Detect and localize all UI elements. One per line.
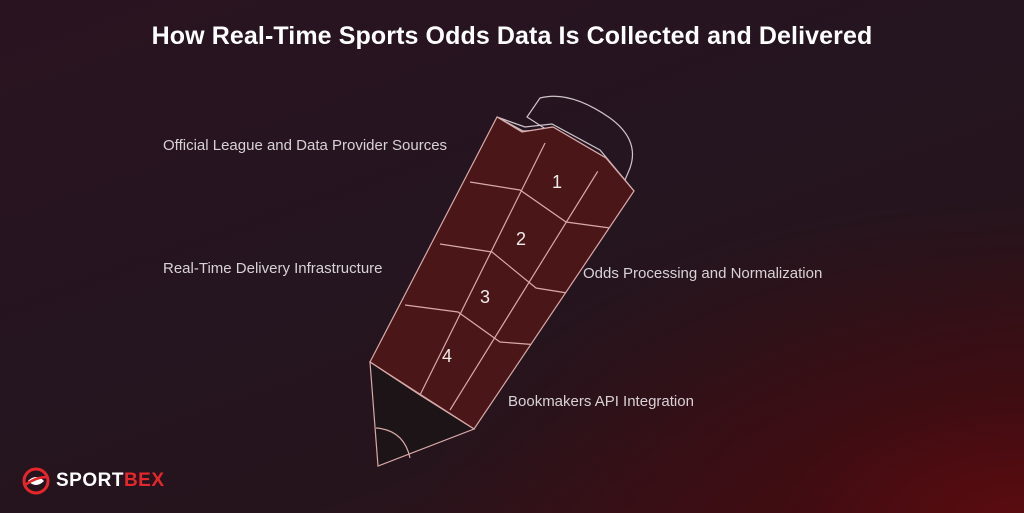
pencil-lead-arc [375,427,411,459]
sportbex-logo-icon [22,467,50,495]
step-number-2: 2 [516,229,526,249]
step-number-3: 3 [480,287,490,307]
step-label-2: Odds Processing and Normalization [583,265,823,282]
step-label-4: Bookmakers API Integration [508,393,694,410]
pencil-eraser [526,95,634,181]
step-number-1: 1 [552,172,562,192]
step-number-4: 4 [442,346,452,366]
brand-name: SPORTBEX [56,470,165,491]
sportbex-logo: SPORTBEX [22,466,165,496]
pencil-tip [369,360,476,467]
step-label-1: Official League and Data Provider Source… [163,137,448,154]
step-label-3: Real-Time Delivery Infrastructure [163,260,383,277]
diagram-title: How Real-Time Sports Odds Data Is Collec… [151,22,873,50]
